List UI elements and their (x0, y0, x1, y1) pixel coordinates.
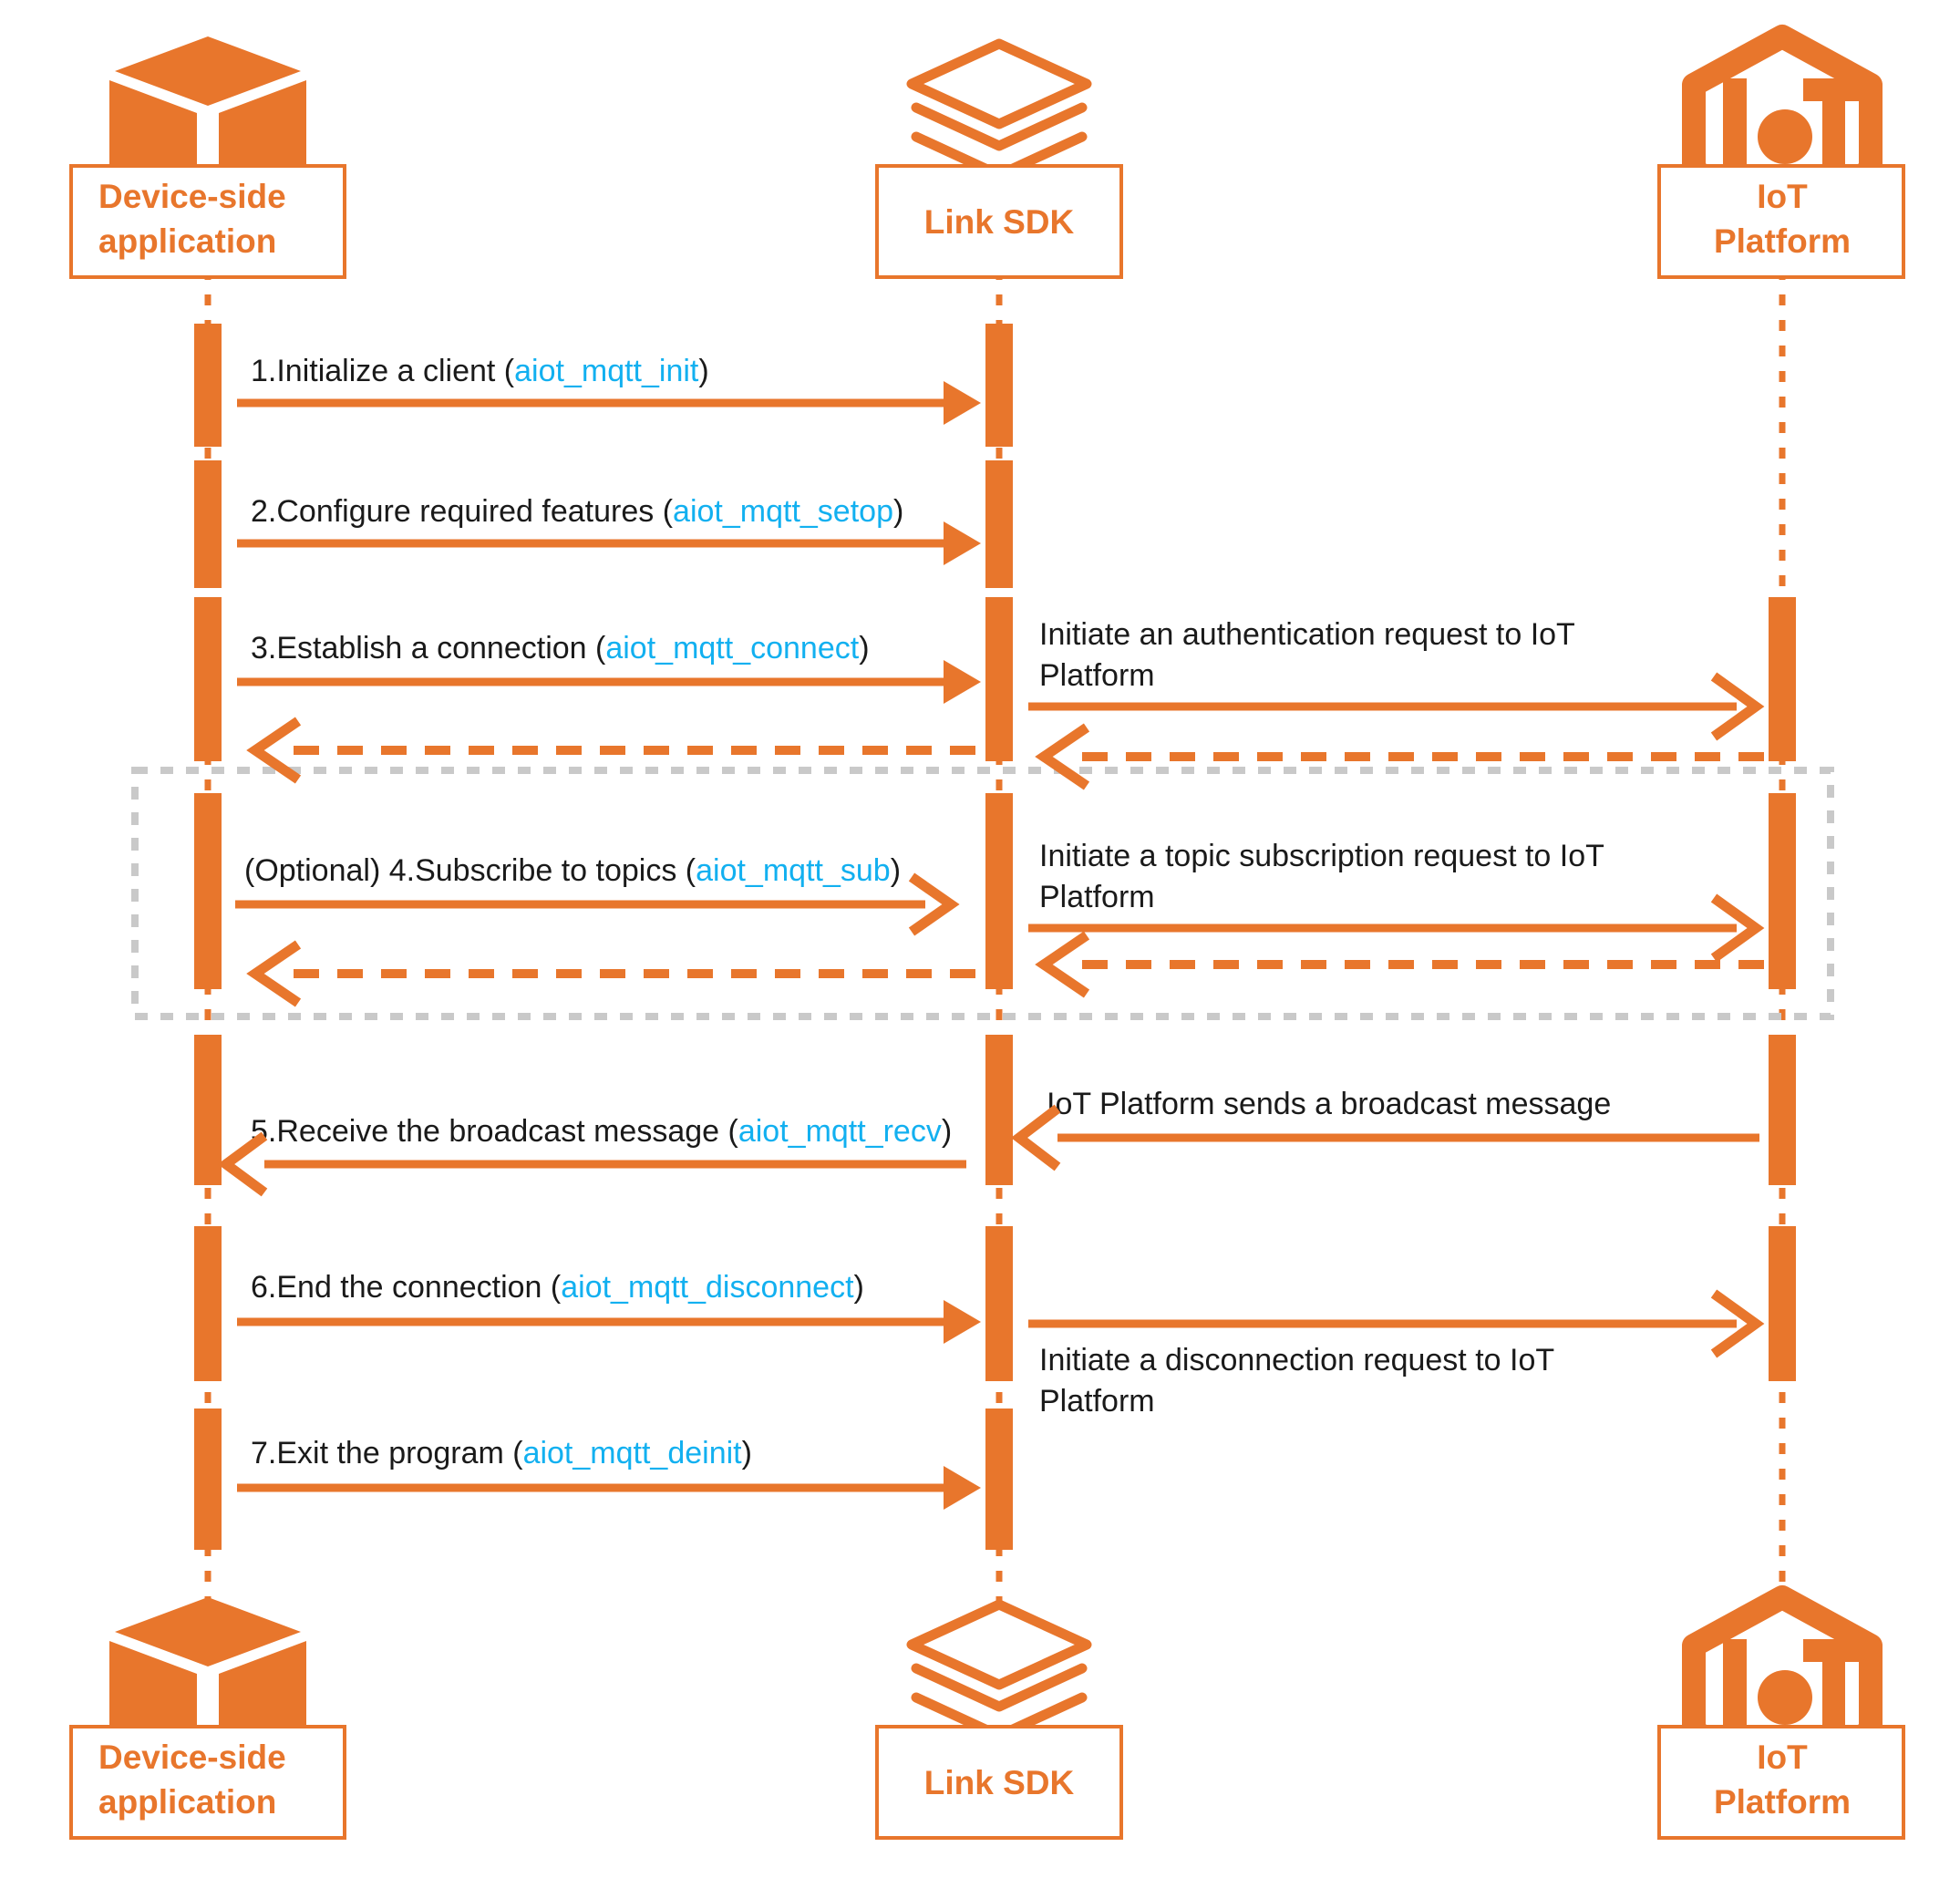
message-m3r3-arrowhead (246, 717, 302, 784)
message-m3r1-arrowhead (1710, 672, 1765, 741)
activation-iot-1 (1769, 597, 1796, 761)
message-m5-arrowhead (217, 1131, 268, 1197)
message-m3r2-arrowhead (1035, 723, 1090, 790)
message-m4r1-label-line1: Initiate a topic subscription request to… (1039, 839, 1604, 873)
activation-device-7 (194, 1408, 222, 1550)
message-m6-label: 6.End the connection (aiot_mqtt_disconne… (251, 1270, 864, 1305)
lane-header-iot-bottom[interactable]: IoT Platform (1657, 1585, 1905, 1840)
message-m4: (Optional) 4.Subscribe to topics (aiot_m… (235, 853, 960, 936)
message-m6-arrowhead (944, 1300, 981, 1344)
message-m2-arrowhead (944, 521, 981, 565)
message-m3r1: Initiate an authentication request to Io… (1028, 617, 1765, 741)
message-m4r1-label-line2: Platform (1039, 880, 1155, 914)
lane-box-sdk-bottom (875, 1725, 1123, 1840)
optional-fragment-box (131, 767, 1834, 1020)
lane-header-sdk-bottom[interactable]: Link SDK (875, 1599, 1123, 1840)
lane-box-device-top (69, 164, 346, 279)
lane-box-sdk-top (875, 164, 1123, 279)
lane-box-iot-top (1657, 164, 1905, 279)
activation-device-6 (194, 1226, 222, 1381)
activation-iot-2 (1769, 793, 1796, 989)
message-m7-label: 7.Exit the program (aiot_mqtt_deinit) (251, 1436, 752, 1470)
lane-label-device-top-line2: application (98, 222, 276, 260)
lane-header-device-top[interactable]: Device-side application (69, 36, 346, 279)
lane-label-sdk-top: Link SDK (924, 203, 1075, 241)
lane-label-device-top-line1: Device-side (98, 178, 286, 215)
message-m4r1-arrowhead (1710, 893, 1765, 963)
message-m3: 3.Establish a connection (aiot_mqtt_conn… (237, 631, 981, 704)
activation-iot-4 (1769, 1226, 1796, 1381)
activation-device-3 (194, 597, 222, 761)
message-m5r-arrowhead (1010, 1104, 1061, 1171)
activation-device-1 (194, 324, 222, 447)
message-m7: 7.Exit the program (aiot_mqtt_deinit) (237, 1436, 981, 1510)
message-m4r3 (246, 940, 975, 1007)
message-m6r-label-line2: Platform (1039, 1384, 1155, 1419)
lane-label-device-bottom-line1: Device-side (98, 1739, 286, 1776)
lane-label-sdk-bottom: Link SDK (924, 1764, 1075, 1801)
message-m2-label: 2.Configure required features (aiot_mqtt… (251, 494, 903, 529)
message-m5r: IoT Platform sends a broadcast message (1010, 1087, 1759, 1171)
message-m4r2-arrowhead (1035, 931, 1090, 998)
layers-icon (906, 38, 1092, 181)
message-m4r3-arrowhead (246, 940, 302, 1007)
message-m6r-arrowhead (1710, 1289, 1765, 1358)
lane-header-iot-top[interactable]: IoT Platform (1657, 25, 1905, 279)
message-m5: 5.Receive the broadcast message (aiot_mq… (217, 1114, 966, 1197)
message-m4-label: (Optional) 4.Subscribe to topics (aiot_m… (244, 853, 901, 888)
lane-label-iot-top-line1: IoT (1757, 178, 1808, 215)
message-m3r2 (1035, 723, 1764, 790)
activation-device-4 (194, 793, 222, 989)
activation-iot-3 (1769, 1035, 1796, 1185)
activation-sdk-7 (985, 1408, 1013, 1550)
lane-box-iot-bottom (1657, 1725, 1905, 1840)
lane-label-iot-top-line2: Platform (1714, 222, 1851, 260)
lane-label-iot-bottom-line2: Platform (1714, 1783, 1851, 1821)
activation-sdk-3 (985, 597, 1013, 761)
message-m1-arrowhead (944, 381, 981, 425)
message-m3r1-label-line2: Platform (1039, 658, 1155, 693)
activation-device-2 (194, 460, 222, 588)
message-m4r2 (1035, 931, 1764, 998)
message-m6: 6.End the connection (aiot_mqtt_disconne… (237, 1270, 981, 1344)
message-m7-arrowhead (944, 1466, 981, 1510)
layers-icon-bottom (906, 1599, 1092, 1741)
message-m3r1-label-line1: Initiate an authentication request to Io… (1039, 617, 1575, 652)
activation-sdk-5 (985, 1035, 1013, 1185)
activation-sdk-4 (985, 793, 1013, 989)
message-m5-label: 5.Receive the broadcast message (aiot_mq… (251, 1114, 952, 1149)
message-m6r: Initiate a disconnection request to IoT … (1028, 1289, 1765, 1419)
lane-box-device-bottom (69, 1725, 346, 1840)
activation-sdk-2 (985, 460, 1013, 588)
message-m2: 2.Configure required features (aiot_mqtt… (237, 494, 981, 565)
message-m4-arrowhead (908, 872, 960, 936)
activation-sdk-1 (985, 324, 1013, 447)
message-m3-arrowhead (944, 660, 981, 704)
lane-header-sdk-top[interactable]: Link SDK (875, 38, 1123, 279)
lane-label-device-bottom-line2: application (98, 1783, 276, 1821)
message-m4r1: Initiate a topic subscription request to… (1028, 839, 1765, 963)
message-m1-label: 1.Initialize a client (aiot_mqtt_init) (251, 354, 709, 388)
message-m6r-label-line1: Initiate a disconnection request to IoT (1039, 1343, 1554, 1378)
message-m5r-label-line1: IoT Platform sends a broadcast message (1047, 1087, 1611, 1121)
message-m1: 1.Initialize a client (aiot_mqtt_init) (237, 354, 981, 425)
message-m3-label: 3.Establish a connection (aiot_mqtt_conn… (251, 631, 870, 666)
lane-header-device-bottom[interactable]: Device-side application (69, 1597, 346, 1840)
lane-label-iot-bottom-line1: IoT (1757, 1739, 1808, 1776)
activation-device-5 (194, 1035, 222, 1185)
message-m3r3 (246, 717, 975, 784)
activation-sdk-6 (985, 1226, 1013, 1381)
